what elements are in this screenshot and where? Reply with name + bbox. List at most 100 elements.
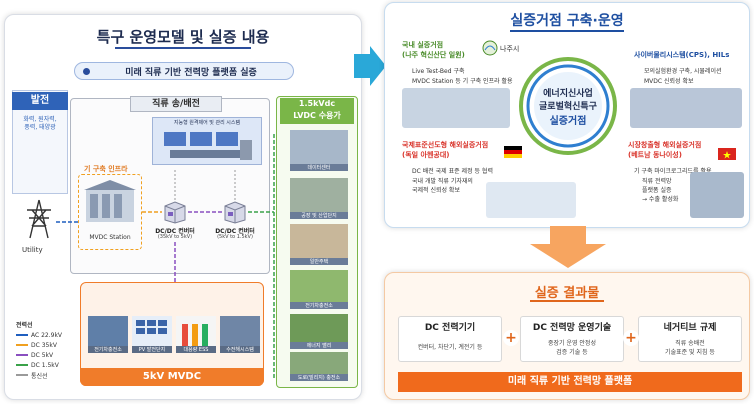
result-desc: 검증 기술 등 [556,349,588,356]
left-banner-text: 미래 직류 기반 전력망 플랫폼 실증 [125,68,257,78]
legend-label: DC 1.5kV [31,361,59,369]
lvdc-title-1: 1.5kVdc [298,99,336,108]
lvdc-item-label: 전기차충전소 [290,302,348,309]
naju-logo-icon [482,40,498,56]
mvdc-station-icon [84,180,136,222]
vietnam-item-3: 플랫폼 실증 [642,187,672,194]
mvdc-item-label: 전기차충전소 [88,346,128,353]
sites-title-underline [510,30,624,32]
germany-title-1: 국제표준선도형 해외실증거점 [402,141,489,149]
germany-flag-icon [504,146,522,158]
result-title: DC 전력망 운영기술 [532,323,612,333]
mvdc-title: 5kV MVDC [142,371,202,382]
germany-item-1: DC 배전 국제 표준 제정 등 협력 [412,168,493,175]
utility-label: Utility [22,246,43,254]
germany-photo [486,182,576,218]
converter-1-spec: (35kV to 5kV) [157,234,193,240]
lvdc-item-label: 공장 및 산업단지 [290,212,348,219]
germany-item-2: 국내 개발 직류 기자재의 [412,178,473,185]
plus-icon: + [503,330,519,346]
legend-item: DC 5kV [16,350,76,360]
plus-icon: + [623,330,639,346]
vietnam-item-1: 기 구축 마이크로그리드를 활용, [634,168,714,175]
vietnam-item-4: → 수출 활성화 [642,196,679,203]
right-arrow-icon [354,46,386,86]
results-title-underline [530,300,604,302]
lvdc-item [290,314,348,346]
generation-sources-1: 화력, 원자력, [23,116,57,123]
legend-title: 전력선 [16,322,33,329]
left-banner: 미래 직류 기반 전력망 플랫폼 실증 [74,62,294,80]
mvdc-station-label: MVDC Station [89,234,131,241]
legend-label: DC 5kV [31,351,54,359]
cps-photo [630,88,742,128]
domestic-photo [402,88,510,128]
left-title-underline [115,47,251,49]
lvdc-title-2: LVDC 수용가 [293,111,341,120]
legend-label: DC 35kV [31,341,57,349]
bottom-banner-text: 미래 직류 기반 전력망 플랫폼 [507,376,633,387]
lvdc-item [290,224,348,262]
legend-swatch [16,354,28,356]
lvdc-item [290,352,348,378]
lvdc-item [290,270,348,306]
vietnam-item-2: 직류 전력망 [642,178,672,185]
lvdc-header: 1.5kVdc LVDC 수용가 [280,98,354,124]
lvdc-item-label: 도로(빌리지) 충전소 [290,374,348,381]
center-line-1: 에너지신사업 [543,89,593,99]
vietnam-title-1: 시장창출형 해외실증거점 [628,141,702,149]
generation-title: 발전 [30,95,50,106]
legend: AC 22.9kV DC 35kV DC 5kV DC 1.5kV 통신선 [16,330,76,380]
center-line-2: 글로벌혁신특구 [539,102,597,112]
converter-2-spec: (5kV to 1.5kV) [217,234,253,240]
converter-2-label: DC/DC 컨버터 [215,228,255,235]
legend-item: 통신선 [16,370,76,380]
lvdc-item-label: 일반주택 [290,258,348,265]
legend-swatch [16,364,28,366]
germany-title-2: (독일 아헨공대) [402,151,450,159]
plus-sign: + [625,330,637,346]
legend-item: AC 22.9kV [16,330,76,340]
center-circle [519,57,617,155]
naju-logo-text: 나주시 [500,45,520,53]
results-title: 실증 결과물 [534,286,600,301]
infra-box [78,174,142,250]
converter-1-label: DC/DC 컨버터 [155,228,195,235]
bottom-banner: 미래 직류 기반 전력망 플랫폼 [398,372,742,392]
lvdc-item [290,178,348,216]
lvdc-item-label: 데이터센터 [290,164,348,171]
mvdc-item-label: 대용량 ESS [176,346,216,353]
generation-sources-2: 풍력, 태양광 [24,124,56,131]
germany-item-3: 국제적 신뢰성 확보 [412,187,460,194]
infra-label: 기 구축 인프라 [84,165,128,173]
result-card [638,316,742,362]
domestic-title-1: 국내 실증거점 [402,41,444,49]
legend-label: AC 22.9kV [31,331,63,339]
cps-title: 사이버물리시스템(CPS), HILs [634,51,730,59]
result-desc: 컨버터, 차단기, 계전기 등 [417,344,483,351]
legend-swatch [16,334,28,336]
domestic-item-2: MVDC Station 등 기 구축 인프라 활용 [412,78,513,85]
result-desc: 기술표준 및 지침 등 [665,349,715,356]
lvdc-item-label: 에너지 밸리 [290,342,348,349]
control-system-label: 지능형 원격제어 및 관리 시스템 [173,120,241,126]
vietnam-photo [690,172,744,218]
result-desc: 직류 송배전 [675,340,705,347]
result-desc: 중장기 운영 안정성 [548,340,596,347]
legend-label: 통신선 [31,372,48,380]
control-room-icon [164,132,252,160]
legend-item: DC 35kV [16,340,76,350]
converter-1-icon [164,201,186,224]
sites-title: 실증거점 구축·운영 [510,13,624,29]
mvdc-item-label: 수전해시스템 [220,346,260,353]
cps-item-1: 모의실험환경 구축, 시뮬레이션 [644,68,722,75]
legend-item: DC 1.5kV [16,360,76,370]
domestic-item-1: Live Test-Bed 구축 [412,68,465,75]
dc-tx-header: 직류 송/배전 [130,96,222,112]
center-line-3: 실증거점 [549,116,587,127]
result-title: 네거티브 규제 [663,323,717,333]
result-title: DC 전력기기 [424,323,476,333]
legend-swatch [16,344,28,346]
mvdc-title-bar: 5kV MVDC [80,368,264,386]
left-title: 특구 운영모델 및 실증 내용 [96,28,270,46]
